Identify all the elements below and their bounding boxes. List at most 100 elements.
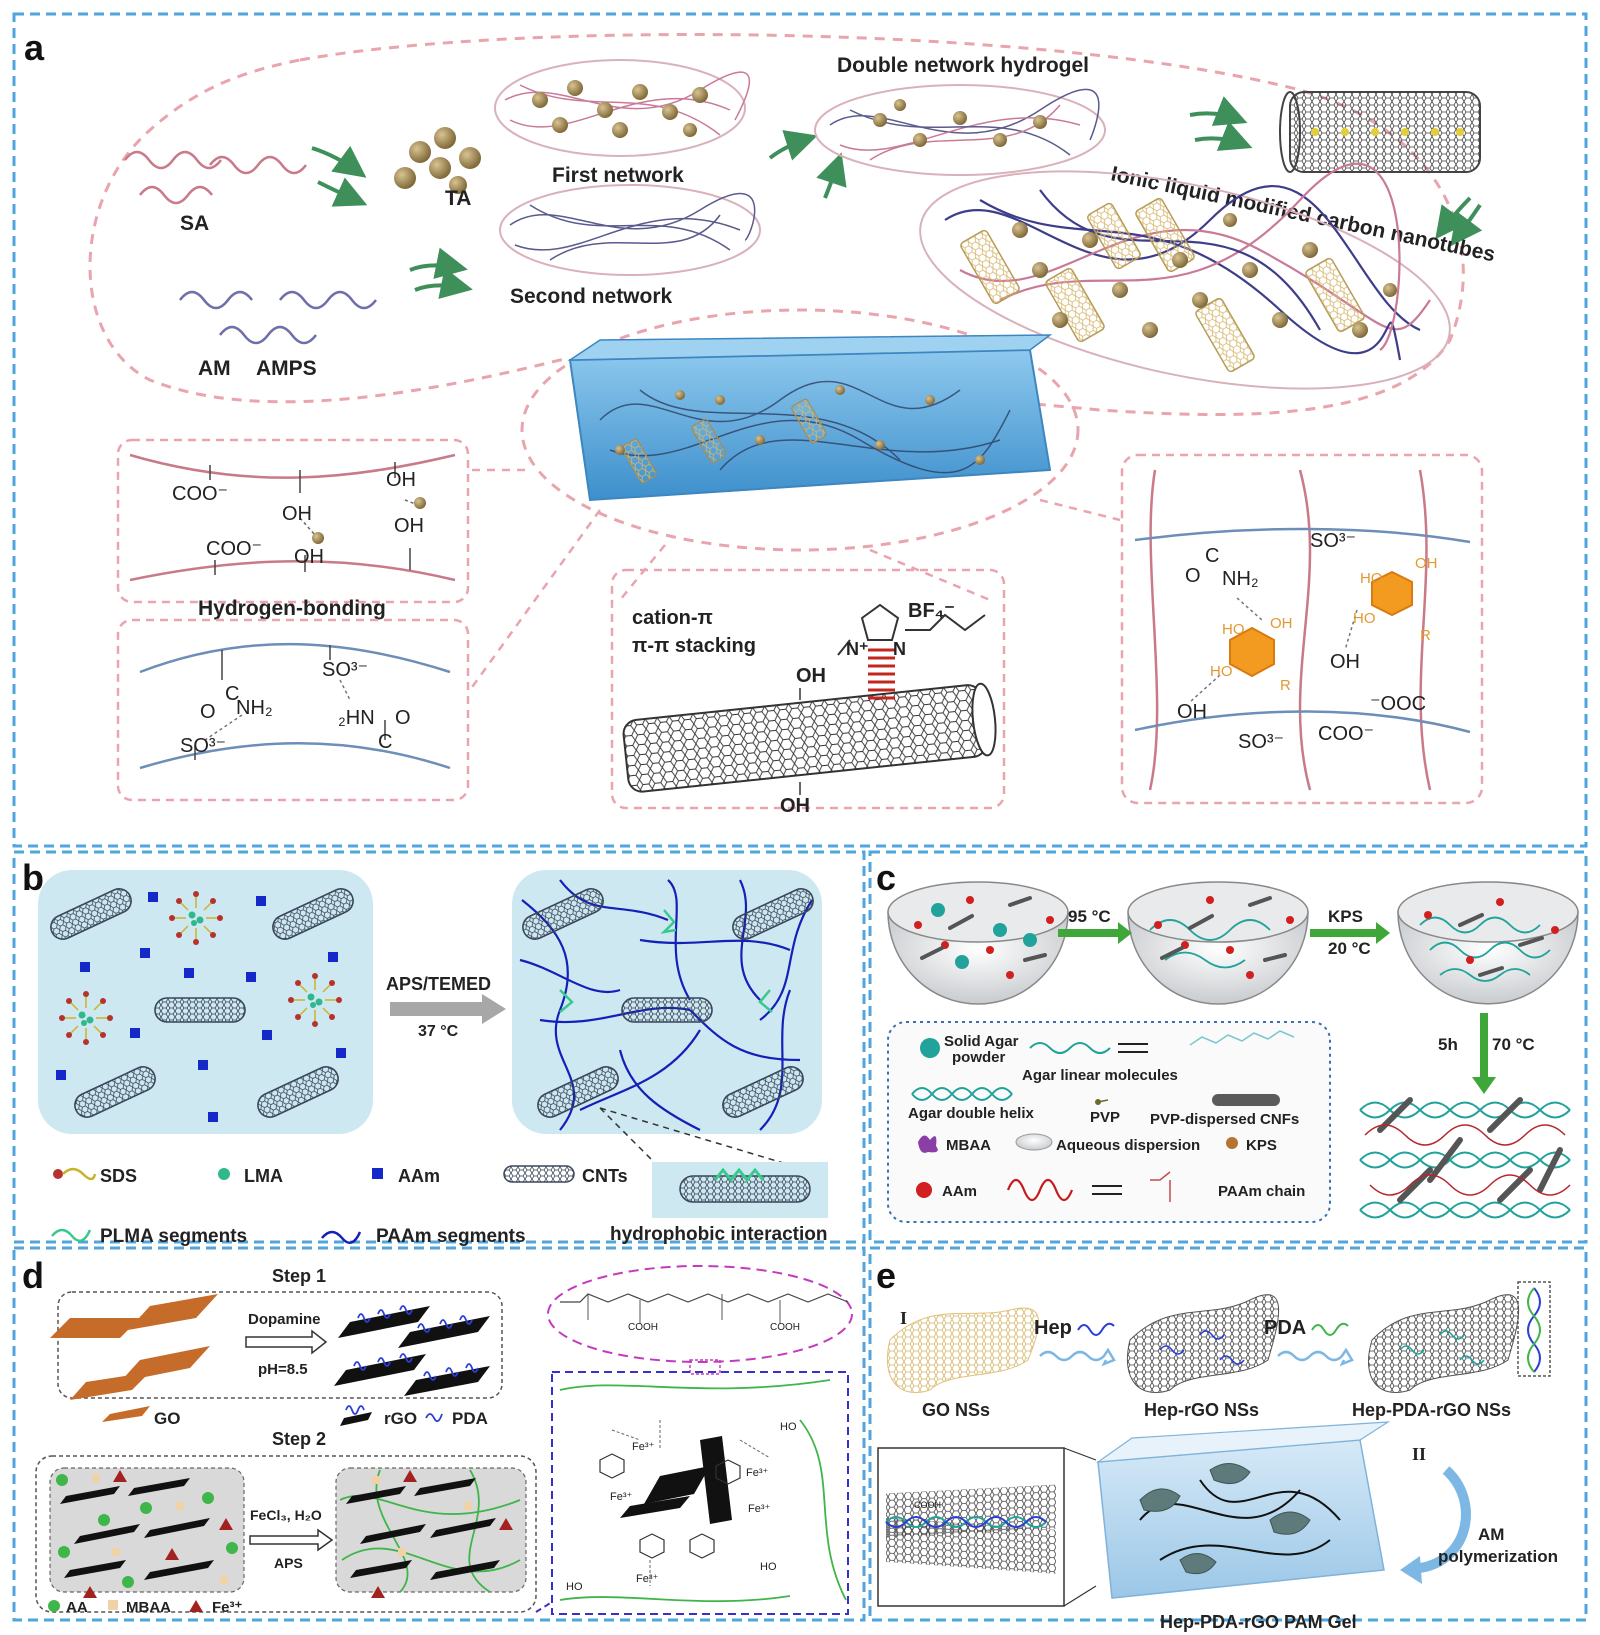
r-chem-oh-2: OH [1270, 615, 1293, 632]
hydrogel-block [567, 334, 1053, 502]
d-go-sheets [50, 1294, 218, 1400]
b-zoom-plma [713, 1167, 765, 1183]
c-legend-pvp: PVP [1090, 1109, 1120, 1126]
c-legend-paam-chain: PAAm chain [1218, 1183, 1305, 1200]
d-chem-content: Fe³⁺ Fe³⁺ Fe³⁺ Fe³⁺ Fe³⁺ HO HO HO [559, 1379, 847, 1603]
b-zoom-lines [599, 1107, 801, 1169]
r-chem-coo: COO⁻ [1318, 723, 1374, 745]
r-chem-so3-bottom: SO³⁻ [1238, 731, 1284, 753]
b-arrow [390, 994, 506, 1024]
chem-oh-4: OH [294, 546, 324, 568]
am-chains [179, 290, 377, 345]
e-arrow-1 [1039, 1347, 1116, 1367]
double-network [814, 84, 1106, 176]
c-bowl-1 [887, 881, 1069, 1005]
b-legend-cnts: CNTs [582, 1166, 628, 1186]
d-legend-pda: PDA [452, 1409, 488, 1428]
c-bowl-2 [1127, 881, 1309, 1005]
label-ta: TA [445, 187, 471, 210]
chem-o-1: O [200, 701, 216, 723]
e-pda: PDA [1264, 1317, 1306, 1339]
c-legend-aqueous: Aqueous dispersion [1056, 1137, 1200, 1154]
d-chem-fe-1: Fe³⁺ [632, 1441, 655, 1453]
e-am-line2: polymerization [1438, 1547, 1558, 1566]
e-gel-block [1095, 1421, 1391, 1599]
e-am-line1: AM [1478, 1525, 1504, 1544]
d-aps: APS [274, 1555, 303, 1571]
r-chem-ho-2: HO [1353, 610, 1376, 627]
b-arrow-top: APS/TEMED [386, 974, 491, 994]
c-arrow3-left: 5h [1438, 1035, 1458, 1054]
gel-ellipse [520, 308, 1080, 552]
label-cnt-oh-top: OH [796, 665, 826, 687]
label-hydrogen-bonding: Hydrogen-bonding [198, 597, 386, 620]
e-hep-rgo-sheet [1126, 1294, 1279, 1394]
b-legend: SDS LMA AAm CNTs PLMA segments PAAm segm… [51, 1165, 827, 1247]
c-final-network [1359, 1097, 1571, 1219]
c-legend-pvp-cnfs: PVP-dispersed CNFs [1150, 1111, 1299, 1128]
d-legend-fe: Fe³⁺ [212, 1599, 243, 1616]
b-legend-hydrophobic: hydrophobic interaction [610, 1224, 827, 1245]
d-chem-ho-1: HO [780, 1421, 797, 1433]
a-envelope [88, 33, 1465, 417]
d-step1-box [57, 1291, 503, 1399]
chem-oh-1: OH [282, 503, 312, 525]
hbond-box-bottom: C O NH₂ SO³⁻ ₂HN O C SO³⁻ [116, 618, 470, 802]
c-arrow3-right: 70 °C [1492, 1035, 1535, 1054]
b-micelles-left [59, 891, 342, 1045]
r-chem-so3-top: SO³⁻ [1310, 530, 1356, 552]
d-rgo-sheets [334, 1305, 490, 1396]
c-legend-box [887, 1021, 1331, 1223]
label-cnt-oh-bottom: OH [780, 795, 810, 817]
d-step1-arrow [245, 1329, 328, 1355]
label-second-network: Second network [510, 285, 673, 308]
d-ph: pH=8.5 [258, 1361, 308, 1378]
c-legend-solid-agar: Solid Agar [944, 1033, 1019, 1050]
a-green-arrows [311, 96, 1483, 299]
chem-coo-2: COO⁻ [206, 538, 262, 560]
r-chem-c: C [1205, 545, 1219, 567]
b-legend-plma: PLMA segments [100, 1226, 247, 1247]
chem-oh-3: OH [394, 515, 424, 537]
d-step2-left [49, 1467, 245, 1593]
b-aam-squares [56, 892, 346, 1122]
b-cnts-right [522, 888, 814, 1118]
label-n: N [893, 639, 906, 659]
panel-e: e I GO NSs Hep Hep-rGO NSs PDA Hep-PDA-r… [876, 1255, 1558, 1632]
panel-borders [12, 12, 1588, 1622]
b-legend-aam: AAm [398, 1166, 440, 1186]
composite-network [919, 162, 1451, 390]
d-legend-rgo: rGO [384, 1409, 417, 1428]
r-chem-r-2: R [1280, 677, 1291, 694]
label-cation-pi: cation-π [632, 607, 713, 629]
panel-d-letter: d [22, 1255, 44, 1296]
label-bf4: BF₄⁻ [908, 600, 955, 622]
c-arrow2-bottom: 20 °C [1328, 939, 1371, 958]
d-chem-cooh-1: COOH [628, 1322, 658, 1333]
chem-c-2: C [378, 731, 392, 753]
label-n-plus: N⁺ [846, 639, 869, 659]
d-polymer-backbone [560, 1293, 849, 1303]
e-helix-box [1517, 1281, 1551, 1377]
e-arrow-2 [1277, 1347, 1354, 1367]
b-plma-crosslinks [559, 909, 773, 1013]
r-chem-oh-1: OH [1415, 555, 1438, 572]
d-chem-fe-5: Fe³⁺ [636, 1573, 659, 1585]
label-first-network: First network [552, 164, 684, 187]
d-zoom-small [689, 1359, 721, 1375]
d-legend-aa: AA [66, 1599, 88, 1616]
e-curved-arrow [1418, 1466, 1471, 1573]
c-legend-agar-helix: Agar double helix [908, 1105, 1035, 1122]
r-chem-oh-4: OH [1177, 701, 1207, 723]
b-legend-paam: PAAm segments [376, 1226, 526, 1247]
r-chem-ooc: ⁻OOC [1370, 693, 1426, 715]
chem-so3-1: SO³⁻ [322, 659, 368, 681]
d-step1: Step 1 [272, 1266, 326, 1286]
hbond-box-top: COO⁻ OH OH OH COO⁻ OH [116, 438, 470, 604]
cnt-top-right [1279, 91, 1481, 173]
e-hep-pda-rgo-sheet [1367, 1294, 1519, 1394]
b-arrow-bottom: 37 °C [418, 1023, 459, 1040]
c-legend-aam: AAm [942, 1183, 977, 1200]
